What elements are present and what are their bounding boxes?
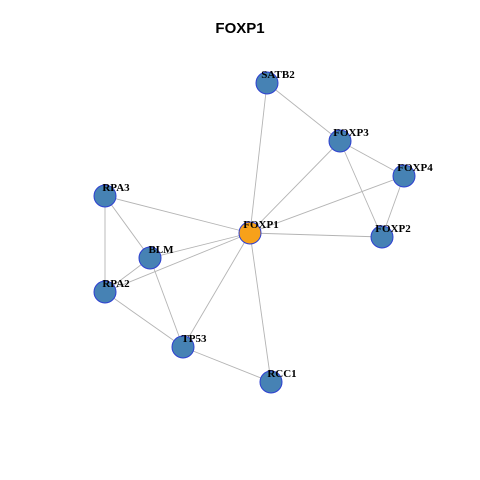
edge-tp53-rcc1 (182, 346, 272, 383)
node-label: RPA3 (102, 182, 130, 194)
edge-foxp1-rcc1 (249, 232, 272, 383)
node-circle[interactable] (138, 246, 162, 270)
edge-foxp1-rpa3 (104, 195, 251, 234)
node-circle[interactable] (328, 129, 352, 153)
edge-foxp1-foxp4 (249, 175, 405, 234)
node-foxp4[interactable]: FOXP4 (392, 162, 433, 188)
node-circle[interactable] (93, 280, 117, 304)
node-circle[interactable] (255, 71, 279, 95)
node-foxp3[interactable]: FOXP3 (328, 127, 369, 153)
edge-foxp1-foxp2 (249, 232, 383, 238)
edge-foxp1-tp53 (182, 232, 251, 348)
node-label: RCC1 (267, 368, 296, 380)
node-label: FOXP4 (397, 162, 433, 174)
edge-foxp1-satb2 (249, 82, 268, 234)
node-circle[interactable] (370, 225, 394, 249)
node-satb2[interactable]: SATB2 (255, 69, 295, 95)
node-circle[interactable] (93, 184, 117, 208)
node-rpa2[interactable]: RPA2 (93, 278, 130, 304)
node-label: RPA2 (102, 278, 130, 290)
node-label: FOXP1 (243, 219, 278, 231)
node-circle[interactable] (238, 221, 262, 245)
node-foxp2[interactable]: FOXP2 (370, 223, 411, 249)
node-circle[interactable] (171, 335, 195, 359)
node-foxp1[interactable]: FOXP1 (238, 219, 279, 245)
node-label: FOXP3 (333, 127, 369, 139)
node-rpa3[interactable]: RPA3 (93, 182, 130, 208)
node-label: TP53 (181, 333, 207, 345)
node-label: SATB2 (261, 69, 295, 81)
edge-foxp1-foxp3 (249, 140, 341, 234)
edge-rpa2-tp53 (104, 291, 184, 348)
edge-foxp1-rpa2 (104, 232, 251, 293)
node-blm[interactable]: BLM (138, 244, 174, 270)
node-label: FOXP2 (375, 223, 411, 235)
node-circle[interactable] (392, 164, 416, 188)
node-label: BLM (148, 244, 174, 256)
edge-foxp3-foxp2 (339, 140, 383, 238)
edge-foxp3-foxp4 (339, 140, 405, 177)
node-circle[interactable] (259, 370, 283, 394)
edge-foxp1-blm (149, 232, 251, 259)
edge-satb2-foxp3 (266, 82, 341, 142)
edge-rpa3-blm (104, 195, 151, 259)
graph-title: FOXP1 (215, 20, 265, 37)
node-tp53[interactable]: TP53 (171, 333, 207, 359)
edge-blm-tp53 (149, 257, 184, 348)
node-rcc1[interactable]: RCC1 (259, 368, 297, 394)
